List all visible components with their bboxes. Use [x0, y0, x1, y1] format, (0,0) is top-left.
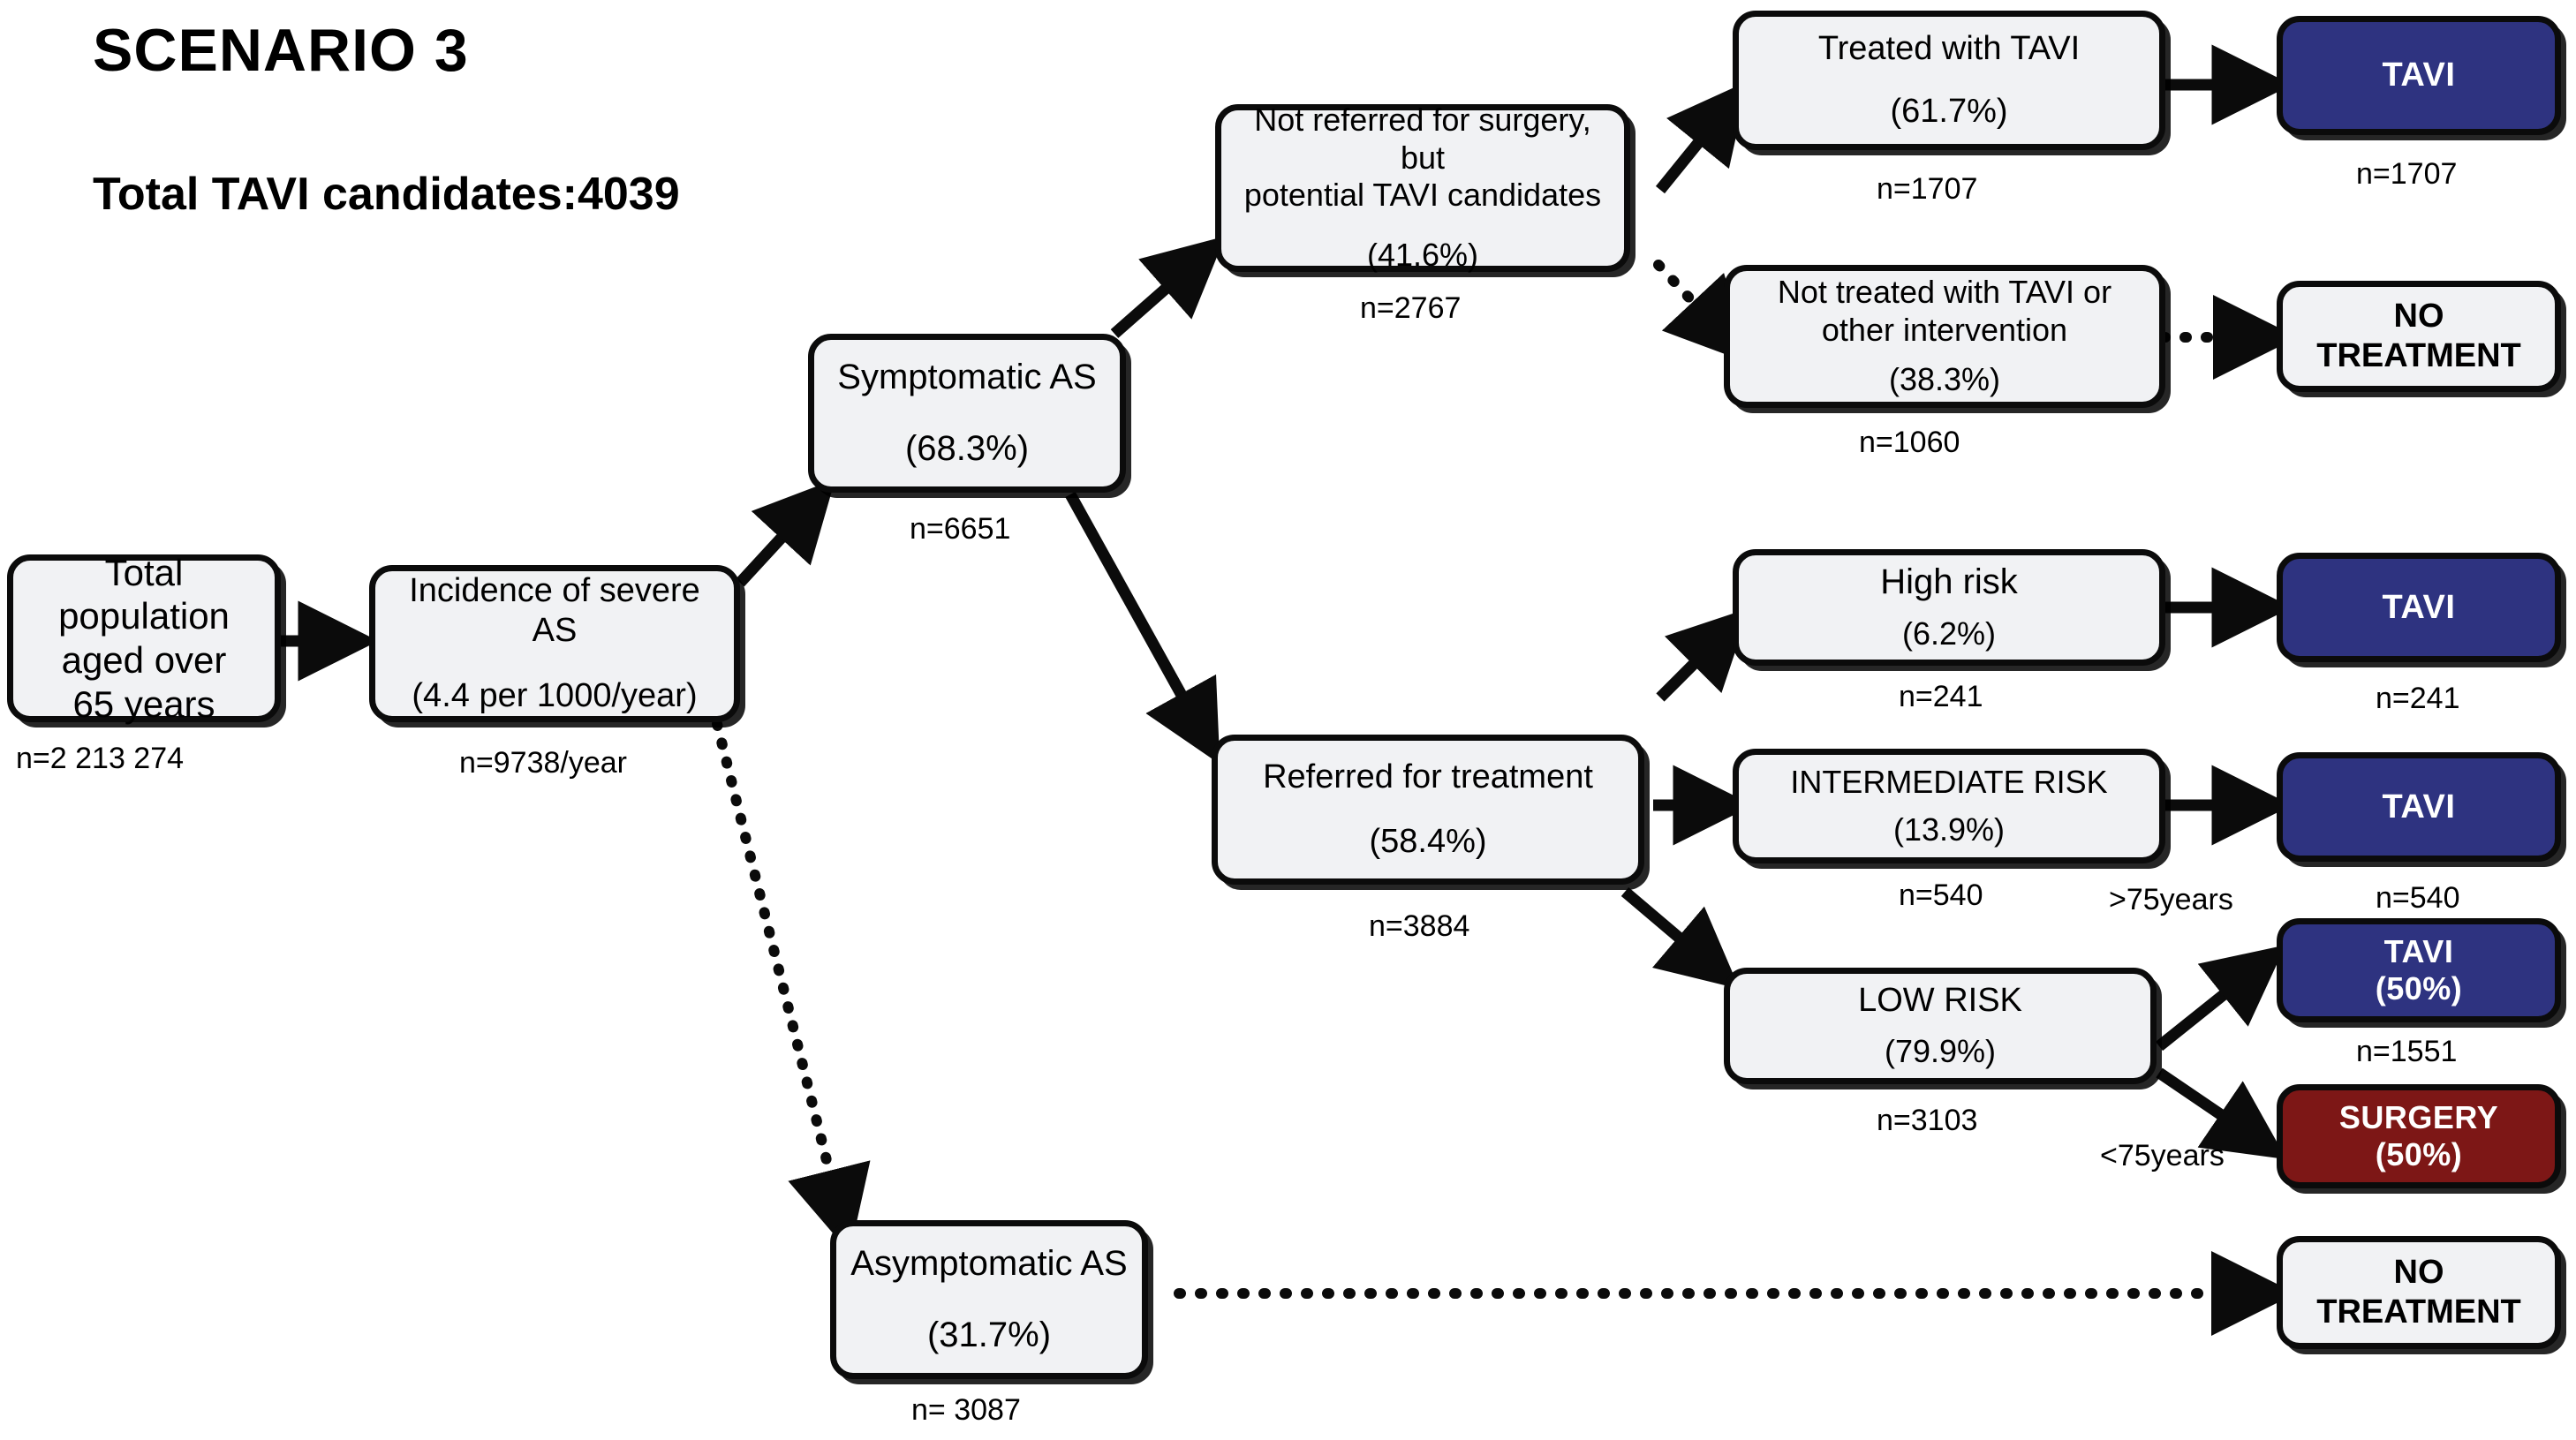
referred-label: Referred for treatment — [1263, 758, 1593, 796]
treated-tavi-label: Treated with TAVI — [1817, 30, 2081, 68]
outcome-tavi-intermediate-risk[interactable]: TAVI — [2277, 752, 2561, 862]
outcome-tavi-low-risk-pct: (50%) — [2375, 970, 2463, 1006]
symptomatic-pct: (68.3%) — [904, 429, 1030, 468]
node-not-referred[interactable]: Not referred for surgery, but potential … — [1215, 102, 1630, 274]
total-population-line2: aged over — [61, 639, 227, 681]
not-treated-line2: other intervention — [1821, 311, 2068, 348]
node-intermediate-risk[interactable]: INTERMEDIATE RISK (13.9%) — [1733, 749, 2165, 863]
incidence-label: Incidence of severe AS — [409, 571, 700, 649]
asymptomatic-pct: (31.7%) — [926, 1316, 1052, 1354]
not-treated-count: n=1060 — [1859, 426, 1960, 459]
outcome-tavi-high-risk-count: n=241 — [2376, 682, 2460, 715]
node-incidence[interactable]: Incidence of severe AS (4.4 per 1000/yea… — [369, 565, 740, 722]
edge-label-under-75: <75years — [2100, 1139, 2225, 1172]
node-referred-for-treatment[interactable]: Referred for treatment (58.4%) — [1212, 735, 1644, 885]
low-risk-count: n=3103 — [1877, 1104, 1978, 1137]
outcome-tavi-low-risk-label: TAVI — [2383, 932, 2454, 969]
outcome-surgery-low-risk-label: SURGERY — [2338, 1098, 2499, 1135]
outcome-no-treatment-bottom-label: NO TREATMENT — [2316, 1254, 2521, 1331]
outcome-no-treatment-top[interactable]: NO TREATMENT — [2277, 281, 2561, 392]
total-population-line1: Total population — [58, 551, 230, 637]
outcome-tavi-high-risk[interactable]: TAVI — [2277, 553, 2561, 662]
not-referred-line2: potential TAVI candidates — [1243, 177, 1602, 213]
incidence-count: n=9738/year — [459, 746, 627, 780]
intermediate-risk-label: INTERMEDIATE RISK — [1790, 763, 2108, 800]
page-title: SCENARIO 3 — [93, 17, 469, 84]
symptomatic-label: Symptomatic AS — [837, 357, 1097, 396]
treated-tavi-pct: (61.7%) — [1890, 93, 2008, 130]
referred-pct: (58.4%) — [1369, 823, 1487, 860]
not-referred-pct: (41.6%) — [1366, 237, 1479, 274]
outcome-tavi-intermediate-risk-count: n=540 — [2376, 881, 2460, 915]
low-risk-pct: (79.9%) — [1884, 1033, 1997, 1070]
intermediate-risk-count: n=540 — [1899, 878, 1983, 912]
outcome-surgery-low-risk-pct: (50%) — [2375, 1136, 2463, 1172]
low-risk-label: LOW RISK — [1858, 982, 2022, 1020]
node-treated-with-tavi[interactable]: Treated with TAVI (61.7%) — [1733, 11, 2165, 150]
outcome-tavi-high-risk-label: TAVI — [2382, 588, 2456, 626]
outcome-tavi-top-label: TAVI — [2382, 57, 2456, 94]
outcome-tavi-top-count: n=1707 — [2356, 157, 2458, 191]
outcome-surgery-low-risk[interactable]: SURGERY (50%) — [2277, 1084, 2561, 1188]
total-population-line3: 65 years — [72, 682, 215, 725]
asymptomatic-count: n= 3087 — [911, 1393, 1021, 1427]
not-referred-line1: Not referred for surgery, but — [1254, 102, 1591, 176]
not-treated-line1: Not treated with TAVI or — [1777, 274, 2112, 311]
node-not-treated[interactable]: Not treated with TAVI or other intervent… — [1724, 265, 2165, 408]
outcome-no-treatment-top-label: NO TREATMENT — [2316, 298, 2521, 374]
referred-count: n=3884 — [1369, 909, 1470, 943]
outcome-tavi-top[interactable]: TAVI — [2277, 16, 2561, 135]
node-total-population[interactable]: Total population aged over 65 years — [7, 551, 281, 725]
node-high-risk[interactable]: High risk (6.2%) — [1733, 549, 2165, 666]
outcome-tavi-low-risk-count: n=1551 — [2356, 1035, 2458, 1068]
not-treated-pct: (38.3%) — [1888, 361, 2001, 398]
outcome-no-treatment-bottom[interactable]: NO TREATMENT — [2277, 1236, 2561, 1349]
node-symptomatic-as[interactable]: Symptomatic AS (68.3%) — [808, 334, 1126, 493]
not-referred-count: n=2767 — [1360, 291, 1462, 325]
treated-tavi-count: n=1707 — [1877, 172, 1978, 206]
intermediate-risk-pct: (13.9%) — [1892, 811, 2006, 848]
outcome-tavi-low-risk[interactable]: TAVI (50%) — [2277, 918, 2561, 1022]
high-risk-pct: (6.2%) — [1901, 615, 1997, 652]
node-asymptomatic-as[interactable]: Asymptomatic AS (31.7%) — [830, 1220, 1148, 1379]
asymptomatic-label: Asymptomatic AS — [850, 1243, 1128, 1283]
symptomatic-count: n=6651 — [910, 512, 1011, 546]
high-risk-count: n=241 — [1899, 680, 1983, 713]
outcome-tavi-intermediate-risk-label: TAVI — [2382, 788, 2456, 826]
node-low-risk[interactable]: LOW RISK (79.9%) — [1724, 968, 2157, 1084]
edge-label-over-75: >75years — [2109, 883, 2233, 916]
incidence-pct: (4.4 per 1000/year) — [412, 677, 698, 715]
total-population-count: n=2 213 274 — [16, 742, 185, 775]
high-risk-label: High risk — [1880, 562, 2018, 602]
page-subtitle: Total TAVI candidates:4039 — [93, 169, 680, 220]
